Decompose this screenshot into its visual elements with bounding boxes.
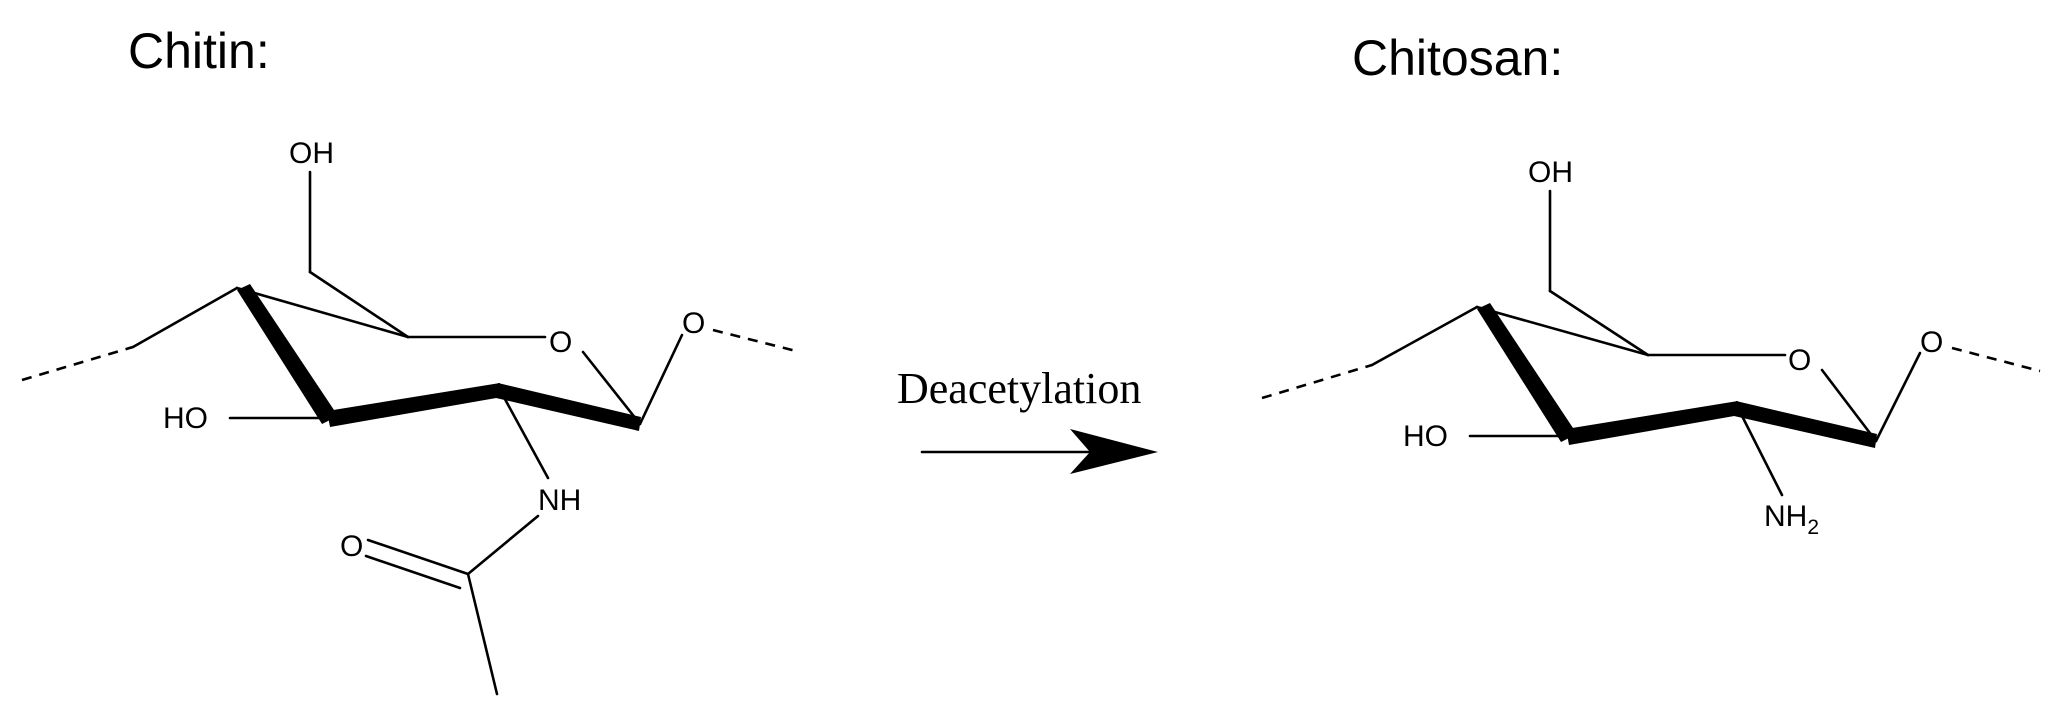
chitin-bond-c1-oglyc — [638, 333, 684, 426]
chitin-left-chain-dash — [21, 345, 134, 382]
chitin-glycosidic-oxygen: O — [682, 307, 705, 340]
chitosan-glycosidic-oxygen: O — [1920, 326, 1943, 359]
chitosan-ring-oxygen: O — [1788, 344, 1811, 377]
chitin-hydroxymethyl-label: OH — [289, 137, 334, 170]
chitosan-amine-nh: NH — [1764, 500, 1807, 533]
chitin-bold-c3-c2 — [327, 383, 502, 427]
chitin-bond-n-co — [466, 514, 540, 576]
chitosan-bond-c1-oglyc — [1874, 351, 1922, 443]
chitin-wedge-c4-c3 — [237, 284, 338, 424]
chitin-bond-o-c1 — [581, 350, 642, 426]
reaction-arrow: Deacetylation — [897, 364, 1158, 474]
chitin-bond-c2-n — [498, 388, 550, 480]
chitin-bond-c4-c5 — [235, 286, 410, 339]
chitin-right-chain-dash — [712, 328, 801, 354]
chitosan-bond-c5-c6 — [1548, 289, 1650, 357]
chitosan-amine-label: NH2 — [1764, 500, 1819, 539]
chitosan-bond-c4-c5 — [1475, 305, 1650, 357]
chitin-structure: O O OH HO NH O — [21, 137, 801, 696]
chitosan-wedge-c4-c3 — [1477, 303, 1577, 442]
chitosan-bond-c2-n — [1736, 406, 1784, 497]
chitin-bond-c4-chain — [131, 286, 239, 349]
chitosan-hydroxyl-label: HO — [1403, 420, 1448, 453]
chitin-hydroxyl-label: HO — [163, 402, 208, 435]
chitin-carbonyl-oxygen: O — [340, 530, 363, 563]
chitin-bond-co-double-b — [364, 554, 462, 590]
chitosan-right-chain-dash — [1951, 346, 2041, 373]
chitin-title: Chitin: — [128, 23, 270, 79]
chitin-ring-oxygen: O — [549, 326, 572, 359]
chitin-amide-nh-label: NH — [538, 484, 581, 517]
chitosan-hydroxymethyl-label: OH — [1528, 156, 1573, 189]
chitin-bond-co-double-a — [366, 538, 470, 576]
chitin-bond-c5-c6 — [308, 270, 410, 339]
chitosan-bold-c2-c1 — [1734, 401, 1877, 448]
chitosan-left-chain-dash — [1261, 363, 1373, 400]
chitosan-bold-c3-c2 — [1566, 401, 1740, 445]
chitosan-bond-o-c1 — [1820, 368, 1878, 443]
chitin-bold-c2-c1 — [496, 383, 641, 431]
chitosan-structure: O O OH HO NH2 — [1261, 156, 2041, 539]
chitin-bond-methyl — [466, 572, 499, 696]
chitosan-bond-c4-chain — [1370, 305, 1479, 367]
chitosan-title: Chitosan: — [1352, 30, 1563, 86]
chitosan-amine-subscript: 2 — [1807, 516, 1819, 539]
reaction-label: Deacetylation — [897, 364, 1141, 413]
arrow-head — [1070, 429, 1158, 474]
